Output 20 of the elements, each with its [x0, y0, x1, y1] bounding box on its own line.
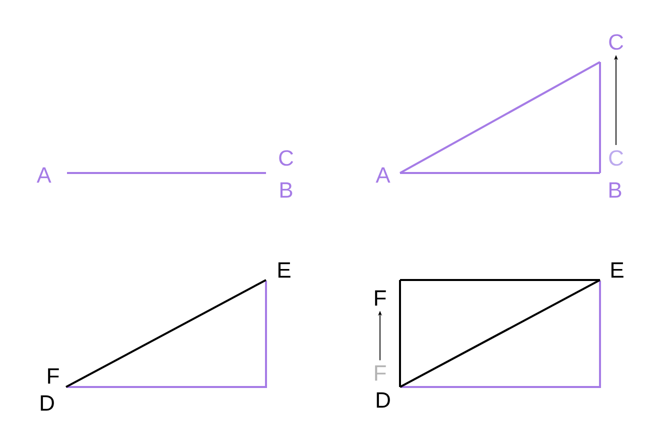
- point-label: F: [375, 290, 386, 306]
- line-segment: [67, 172, 266, 174]
- point-label: F: [48, 368, 59, 384]
- point-label: B: [280, 182, 292, 198]
- point-label: D: [40, 395, 54, 411]
- point-label: D: [376, 392, 390, 408]
- point-label: E: [278, 262, 290, 278]
- point-label: B: [609, 182, 622, 198]
- line-segment: [399, 280, 401, 387]
- point-label: C: [279, 150, 294, 166]
- point-label: C: [609, 150, 624, 166]
- line-segment: [599, 62, 601, 173]
- point-label: C: [609, 34, 624, 50]
- line-segment: [400, 172, 600, 174]
- point-label: F: [375, 365, 386, 381]
- point-label: A: [376, 167, 390, 183]
- line-segment: [400, 61, 600, 174]
- point-label: A: [36, 167, 52, 183]
- line-segment: [400, 279, 600, 281]
- point-label: E: [611, 262, 624, 278]
